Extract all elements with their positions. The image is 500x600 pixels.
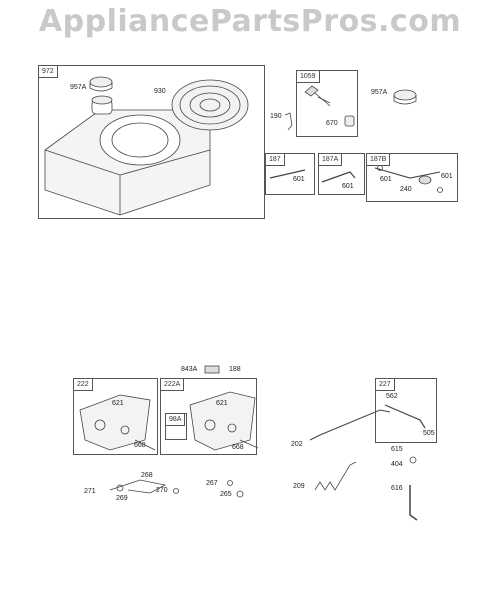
link-202-drawing xyxy=(309,409,391,441)
part-label-562: 562 xyxy=(386,393,398,400)
box-972: 972 xyxy=(38,65,265,219)
box-98a: 98A xyxy=(165,413,187,440)
part-843a-drawing xyxy=(204,365,220,374)
part-label-615: 615 xyxy=(391,446,403,453)
fuel-tank-drawing xyxy=(44,95,211,216)
fuel-cap-drawing-2 xyxy=(393,89,417,105)
part-label-843a: 843A xyxy=(181,366,198,373)
part-label-270: 270 xyxy=(156,487,168,494)
part-270-drawing xyxy=(173,488,179,494)
fuel-cap-drawing-1 xyxy=(89,76,113,92)
bracket-222a-drawing xyxy=(189,391,259,451)
fuel-filter-drawing xyxy=(374,165,443,193)
part-label-601-c: 601 xyxy=(380,176,392,183)
part-label-505: 505 xyxy=(423,430,435,437)
part-label-957a: 957A xyxy=(70,84,87,91)
box-label: 98A xyxy=(166,414,186,426)
part-label-930: 930 xyxy=(154,88,166,95)
part-label-601-a: 601 xyxy=(293,176,305,183)
part-label-668-a: 668 xyxy=(134,442,146,449)
fuel-line-187a-drawing xyxy=(321,171,356,183)
part-label-265: 265 xyxy=(220,491,232,498)
part-label-668-b: 668 xyxy=(232,444,244,451)
box-222: 222 xyxy=(73,378,158,455)
part-label-267: 267 xyxy=(206,480,218,487)
part-label-621-b: 621 xyxy=(216,400,228,407)
box-label: 187B xyxy=(367,154,391,166)
bolt-drawing xyxy=(304,85,331,107)
part-404-drawing xyxy=(409,456,417,464)
part-label-601-d: 601 xyxy=(441,173,453,180)
spring-209-drawing xyxy=(314,461,357,491)
part-265-drawing xyxy=(236,490,244,498)
part-670-drawing xyxy=(344,115,355,127)
cable-268-drawing xyxy=(109,479,167,494)
box-187: 187 xyxy=(265,153,315,195)
box-label: 222A xyxy=(161,379,185,391)
part-label-601-b: 601 xyxy=(342,183,354,190)
part-label-621-a: 621 xyxy=(112,400,124,407)
box-label: 187A xyxy=(319,154,343,166)
part-190-drawing xyxy=(284,112,293,131)
rod-616-drawing xyxy=(409,485,418,521)
box-222a: 222A xyxy=(160,378,257,455)
lever-227-drawing xyxy=(384,404,426,429)
box-label: 1059 xyxy=(297,71,320,83)
box-label: 222 xyxy=(74,379,93,391)
part-267-drawing xyxy=(227,480,233,486)
box-227: 227 xyxy=(375,378,437,443)
part-label-957a-right: 957A xyxy=(371,89,388,96)
part-label-269: 269 xyxy=(116,495,128,502)
part-label-240: 240 xyxy=(400,186,412,193)
box-label: 972 xyxy=(39,66,58,78)
box-label: 187 xyxy=(266,154,285,166)
box-187b: 187B xyxy=(366,153,458,202)
part-label-404: 404 xyxy=(391,461,403,468)
box-label: 227 xyxy=(376,379,395,391)
part-label-209: 209 xyxy=(293,483,305,490)
blower-housing-drawing xyxy=(171,79,249,131)
part-label-616: 616 xyxy=(391,485,403,492)
fuel-line-187-drawing xyxy=(269,169,306,179)
box-1059: 1059 xyxy=(296,70,358,137)
bracket-222-drawing xyxy=(79,394,156,451)
part-label-188: 188 xyxy=(229,366,241,373)
part-label-271: 271 xyxy=(84,488,96,495)
part-label-268: 268 xyxy=(141,472,153,479)
box-187a: 187A xyxy=(318,153,365,195)
watermark: AppliancePartsPros.com xyxy=(38,4,462,39)
part-label-190: 190 xyxy=(270,113,282,120)
part-label-202: 202 xyxy=(291,441,303,448)
part-label-670: 670 xyxy=(326,120,338,127)
